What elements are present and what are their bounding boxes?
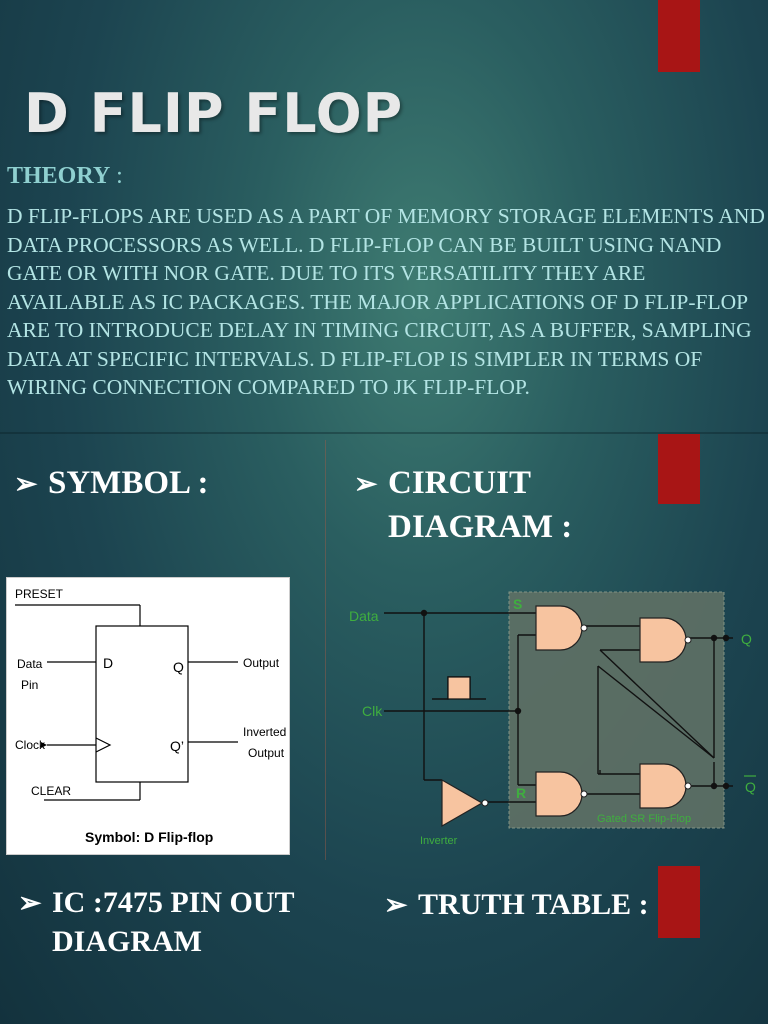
nand-gate-bottom-left — [535, 771, 583, 817]
nand-gate-bottom-right — [639, 763, 687, 809]
theory-label: THEORY : — [7, 163, 123, 190]
inverted-output-label-1: Inverted — [243, 725, 286, 739]
data-pin-label-2: Pin — [21, 678, 38, 692]
ic-heading-line2: DIAGRAM — [52, 925, 202, 958]
section-divider — [0, 432, 768, 434]
symbol-caption: Symbol: D Flip-flop — [85, 829, 213, 845]
arrow-bullet-icon: ➢ — [384, 890, 408, 921]
circuit-q-bar-label: Q — [745, 779, 756, 795]
theory-label-text: THEORY — [7, 163, 111, 189]
nand-gate-top-right — [639, 617, 687, 663]
circuit-heading: ➢ CIRCUIT DIAGRAM : — [354, 462, 572, 548]
clock-triangle-icon — [95, 737, 112, 753]
ic-heading: ➢ IC :7475 PIN OUT DIAGRAM — [18, 884, 295, 961]
arrow-bullet-icon: ➢ — [354, 469, 378, 500]
clock-label: Clock — [15, 738, 46, 752]
inverter-gate — [441, 778, 484, 828]
circuit-diagram-svg: Data Clk S R Q Q Inverter Gated SR Flip-… — [349, 591, 756, 847]
q-bar-output-label: Q’ — [170, 738, 184, 754]
clear-label: CLEAR — [31, 784, 71, 798]
circuit-r-label: R — [516, 785, 526, 801]
theory-label-suffix: : — [110, 163, 123, 189]
symbol-heading-text: SYMBOL : — [48, 465, 209, 501]
preset-label: PRESET — [15, 587, 64, 601]
inverter-label: Inverter — [420, 835, 458, 847]
circuit-s-label: S — [513, 596, 522, 612]
circuit-heading-line2: DIAGRAM : — [388, 509, 573, 545]
circuit-data-label: Data — [349, 608, 379, 624]
arrow-bullet-icon: ➢ — [14, 469, 38, 500]
circuit-diagram: Data Clk S R Q Q Inverter Gated SR Flip-… — [340, 580, 758, 855]
gated-sr-label: Gated SR Flip-Flop — [597, 813, 691, 825]
red-accent-bar-middle — [658, 434, 700, 504]
arrow-bullet-icon: ➢ — [18, 888, 42, 919]
circuit-heading-line1: CIRCUIT — [388, 465, 532, 501]
circuit-clk-label: Clk — [362, 703, 383, 719]
symbol-heading: ➢ SYMBOL : — [14, 462, 208, 506]
inverted-output-label-2: Output — [248, 746, 285, 760]
output-label: Output — [243, 656, 280, 670]
truth-table-heading: ➢ TRUTH TABLE : — [384, 886, 649, 925]
column-divider — [325, 440, 326, 860]
truth-table-heading-text: TRUTH TABLE : — [418, 888, 649, 921]
nand-gate-top-left — [535, 605, 583, 651]
symbol-diagram-svg: PRESET Data Pin Clock CLEAR D Q Q’ Outpu… — [15, 587, 286, 845]
theory-paragraph: D flip-flops are used as a part of memor… — [7, 204, 765, 399]
page-title: D FLIP FLOP — [24, 82, 404, 145]
flipflop-block — [95, 625, 189, 783]
red-accent-bar-bottom — [658, 866, 700, 938]
q-output-label: Q — [173, 659, 184, 675]
d-input-label: D — [103, 655, 113, 671]
data-pin-label-1: Data — [17, 657, 43, 671]
red-accent-bar-top — [658, 0, 700, 72]
circuit-q-label: Q — [741, 631, 752, 647]
symbol-diagram: PRESET Data Pin Clock CLEAR D Q Q’ Outpu… — [6, 577, 290, 855]
ic-heading-line1: IC :7475 PIN OUT — [52, 886, 295, 919]
